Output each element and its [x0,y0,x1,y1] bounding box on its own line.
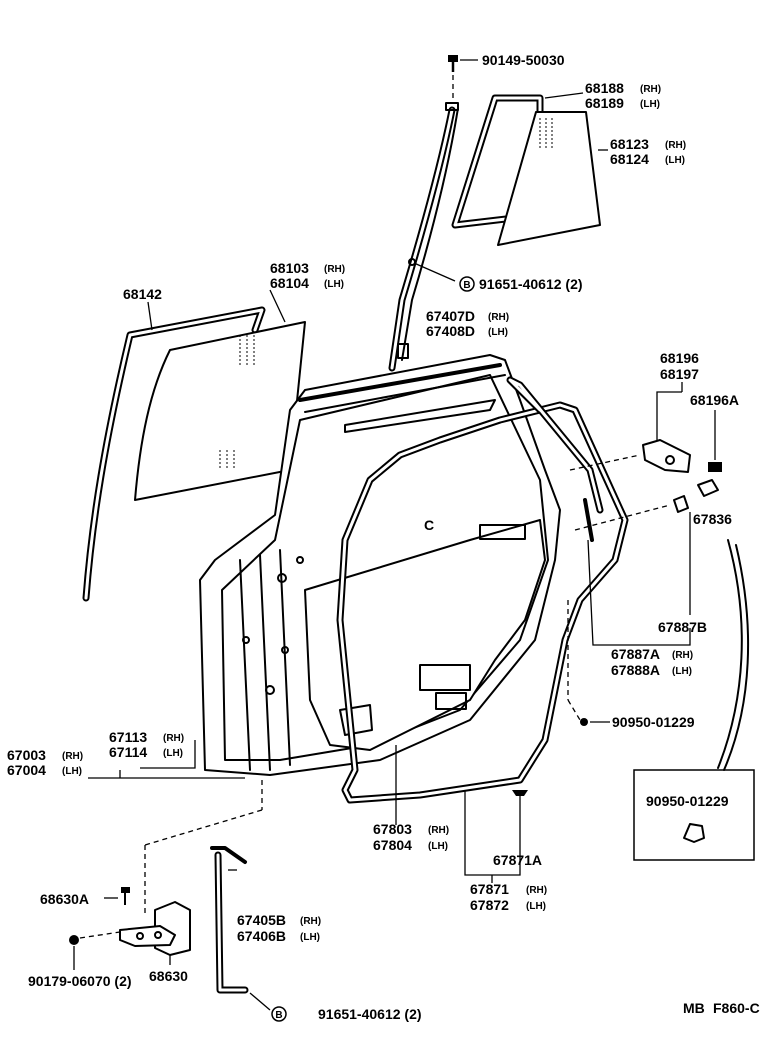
svg-text:(RH): (RH) [488,312,509,323]
svg-text:(LH): (LH) [488,327,508,338]
cap-inset-box [633,769,755,861]
label-channel-rh: 67405B [237,912,286,928]
label-division-bar-lh: 67408D [426,323,475,339]
label-glass-lh: 68104 [270,275,309,291]
label-regulator-a: 68196 [660,350,699,366]
svg-text:(LH): (LH) [163,748,183,759]
bolt-marker-upper: B [459,276,475,292]
svg-text:(LH): (LH) [640,99,660,110]
svg-text:(LH): (LH) [62,766,82,777]
label-clip-67836: 67836 [693,511,732,527]
label-division-bar-rh: 67407D [426,308,475,324]
hinge-part [69,887,191,970]
label-panel-lh: 67004 [7,762,46,778]
svg-text:B: B [463,280,470,291]
svg-text:(RH): (RH) [300,916,321,927]
svg-text:(RH): (RH) [640,84,661,95]
label-hinge-68630: 68630 [149,968,188,984]
inner-trim-part [304,519,546,751]
label-quarter-glass-rh: 68123 [610,136,649,152]
door-marker-c: C [424,517,434,533]
label-weatherstrip-lh: 68189 [585,95,624,111]
label-weatherstrip-rh: 68188 [585,80,624,96]
label-trim-lh: 67804 [373,837,412,853]
svg-text:(LH): (LH) [428,841,448,852]
seal-clip-part [464,790,528,883]
svg-text:(RH): (RH) [324,264,345,275]
diagram-code: MB [683,1000,705,1016]
svg-text:(RH): (RH) [428,825,449,836]
door-weatherstrip-part [336,376,629,804]
svg-text:(RH): (RH) [526,885,547,896]
label-bolt-upper: 91651-40612 (2) [479,276,583,292]
lower-channel-part [210,846,271,1011]
label-seal-rh: 67871 [470,881,509,897]
svg-text:(LH): (LH) [672,666,692,677]
svg-text:(RH): (RH) [62,751,83,762]
label-run-channel: 68142 [123,286,162,302]
svg-text:(LH): (LH) [526,901,546,912]
svg-text:(RH): (RH) [665,140,686,151]
bolt-marker-lower: B [271,1006,287,1022]
label-seal-lh: 67872 [470,897,509,913]
label-clip-67871a: 67871A [493,852,542,868]
label-channel-lh: 67406B [237,928,286,944]
svg-text:(LH): (LH) [324,279,344,290]
label-screw-68630a: 68630A [40,891,89,907]
svg-text:(RH): (RH) [163,733,184,744]
regulator-part [569,382,722,615]
quarter-glass-part [497,111,608,246]
panel-leaders [88,740,263,915]
run-channel-part [82,301,266,602]
svg-text:(RH): (RH) [672,650,693,661]
label-screw-top: 90149-50030 [482,52,565,68]
label-glass-rh: 68103 [270,260,309,276]
diagram-reference: F860-C [713,1000,760,1016]
label-clip-67887b: 67887B [658,619,707,635]
label-regulator-c: 68196A [690,392,739,408]
label-trim-rh: 67803 [373,821,412,837]
svg-text:(LH): (LH) [665,155,685,166]
svg-text:(LH): (LH) [300,932,320,943]
division-bar-part [388,102,459,372]
screw-90149-part [448,55,478,100]
label-door-weatherstrip-rh: 67887A [611,646,660,662]
label-cap-right: 90950-01229 [612,714,695,730]
label-frame-rh: 67113 [109,729,147,745]
cap-part [567,600,610,726]
label-regulator-b: 68197 [660,366,699,382]
label-quarter-glass-lh: 68124 [610,151,649,167]
label-bolt-lower: 91651-40612 (2) [318,1006,422,1022]
door-glass-part [134,289,306,501]
weatherstrip-leader-part [587,539,691,646]
label-door-weatherstrip-lh: 67888A [611,662,660,678]
label-nut-bottom: 90179-06070 (2) [28,973,132,989]
label-cap-box: 90950-01229 [646,793,729,809]
outer-moulding-part [717,539,750,771]
label-panel-rh: 67003 [7,747,46,763]
label-frame-lh: 67114 [109,744,147,760]
svg-text:B: B [275,1010,282,1021]
